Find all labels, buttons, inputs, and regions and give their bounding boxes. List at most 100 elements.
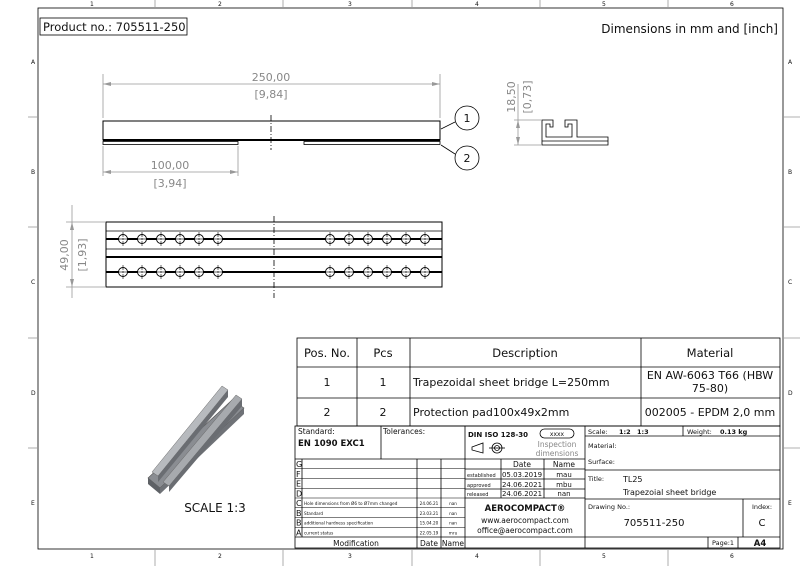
svg-text:C: C — [31, 279, 35, 286]
svg-text:6: 6 — [730, 1, 734, 8]
svg-text:nan: nan — [449, 501, 457, 506]
svg-text:D: D — [788, 390, 793, 397]
approval-row: established 05.03.2019 mau — [467, 471, 572, 479]
svg-text:D: D — [31, 390, 36, 397]
bom-table: Pos. No. Pcs Description Material 1 1 Tr… — [296, 337, 781, 427]
svg-text:B: B — [296, 509, 302, 518]
height-dimension: 18,50 — [505, 81, 518, 113]
svg-text:Weight:: Weight: — [687, 428, 712, 436]
svg-text:approved: approved — [467, 483, 491, 489]
svg-text:3: 3 — [348, 553, 352, 560]
svg-text:24.06.2021: 24.06.2021 — [502, 481, 542, 489]
svg-text:Page:1: Page:1 — [712, 539, 734, 547]
balloon-2: 2 — [440, 144, 480, 171]
svg-text:Inspection: Inspection — [538, 440, 577, 449]
standard-value: EN 1090 EXC1 — [298, 439, 365, 449]
svg-text:Drawing No.:: Drawing No.: — [588, 503, 630, 511]
company-email: office@aerocompact.com — [477, 526, 573, 535]
svg-text:Date: Date — [513, 460, 531, 469]
sheet-format: A4 — [754, 539, 767, 549]
mounting-hole — [419, 232, 431, 246]
svg-text:xxxx: xxxx — [550, 431, 565, 438]
bom-header-pos: Pos. No. — [304, 346, 350, 360]
profile-view: 18,50 [0,73] — [505, 80, 609, 146]
svg-text:1: 1 — [380, 376, 387, 389]
length-dimension: 250,00 — [252, 71, 291, 84]
svg-text:5: 5 — [602, 553, 606, 560]
svg-text:5: 5 — [602, 1, 606, 8]
svg-text:Hole dimensions from Ø6 to Ø7m: Hole dimensions from Ø6 to Ø7mm changed — [304, 501, 398, 506]
company-website: www.aerocompact.com — [481, 516, 569, 525]
mounting-hole — [174, 232, 186, 246]
pad-length-dimension: 100,00 — [151, 159, 190, 172]
scale-note: SCALE 1:3 — [184, 501, 246, 515]
svg-text:B: B — [31, 169, 35, 176]
svg-text:established: established — [467, 473, 496, 479]
mounting-hole — [381, 232, 393, 246]
mounting-hole — [362, 232, 374, 246]
svg-text:6: 6 — [730, 553, 734, 560]
frame-grid — [28, 0, 800, 566]
svg-text:1:3: 1:3 — [637, 428, 649, 436]
svg-text:05.03.2019: 05.03.2019 — [502, 471, 542, 479]
mounting-hole — [193, 232, 205, 246]
svg-text:2: 2 — [380, 406, 387, 419]
revision-index: C — [759, 518, 766, 529]
svg-text:Index:: Index: — [752, 503, 772, 511]
side-view: 250,00 [9,84] 100,00 [3,94] — [102, 71, 441, 190]
svg-text:Title:: Title: — [587, 475, 604, 483]
title-block: Standard: EN 1090 EXC1 Tolerances: DIN I… — [294, 425, 781, 549]
product-no: Product no.: 705511-250 — [43, 20, 186, 34]
svg-text:24.06.2021: 24.06.2021 — [502, 490, 542, 498]
svg-text:A: A — [31, 59, 36, 66]
svg-text:D: D — [296, 489, 302, 498]
mounting-hole — [155, 265, 167, 279]
svg-text:Protection pad100x49x2mm: Protection pad100x49x2mm — [413, 406, 569, 419]
svg-text:Standard: Standard — [304, 511, 323, 516]
svg-text:C: C — [296, 499, 302, 508]
svg-text:nan: nan — [449, 521, 457, 526]
mounting-hole — [212, 232, 224, 246]
svg-text:4: 4 — [475, 1, 479, 8]
svg-text:4: 4 — [475, 553, 479, 560]
approval-row: released 24.06.2021 nan — [467, 490, 571, 498]
mounting-hole — [117, 265, 129, 279]
revision-row: G — [296, 460, 302, 469]
svg-text:E: E — [296, 480, 301, 489]
mounting-hole — [324, 265, 336, 279]
svg-text:Trapezoidal sheet bridge L=250: Trapezoidal sheet bridge L=250mm — [412, 376, 610, 389]
mounting-hole — [174, 265, 186, 279]
mounting-hole — [400, 265, 412, 279]
svg-text:1: 1 — [90, 553, 94, 560]
drawing-frame — [37, 7, 784, 550]
svg-text:23.03.21: 23.03.21 — [420, 511, 439, 516]
company-name: AEROCOMPACT® — [485, 504, 566, 514]
mounting-hole — [343, 232, 355, 246]
svg-text:Scale:: Scale: — [588, 428, 608, 436]
inspection-badge — [539, 428, 575, 439]
mounting-hole — [343, 265, 355, 279]
bom-row: 1 1 Trapezoidal sheet bridge L=250mm EN … — [324, 369, 774, 395]
mounting-hole — [136, 232, 148, 246]
svg-text:E: E — [31, 500, 35, 507]
svg-text:DIN ISO 128-30: DIN ISO 128-30 — [468, 431, 528, 439]
svg-text:current status: current status — [304, 530, 333, 535]
svg-text:nan: nan — [449, 511, 457, 516]
mounting-hole — [117, 232, 129, 246]
mounting-hole — [212, 265, 224, 279]
svg-text:Modification: Modification — [333, 539, 379, 548]
bom-header-description: Description — [492, 346, 558, 360]
svg-text:Tolerances:: Tolerances: — [382, 427, 425, 436]
svg-text:mau: mau — [556, 471, 572, 479]
svg-text:Name: Name — [442, 539, 465, 548]
svg-text:15.04.20: 15.04.20 — [420, 521, 439, 526]
svg-text:dimensions: dimensions — [536, 449, 579, 458]
mounting-hole — [400, 232, 412, 246]
svg-text:EN AW-6063 T66 (HBW: EN AW-6063 T66 (HBW — [647, 369, 773, 382]
mounting-hole — [419, 265, 431, 279]
svg-text:additional hardness specificat: additional hardness specification — [304, 521, 373, 526]
svg-text:2: 2 — [324, 406, 331, 419]
svg-text:E: E — [788, 500, 792, 507]
bom-header-pcs: Pcs — [373, 346, 392, 360]
